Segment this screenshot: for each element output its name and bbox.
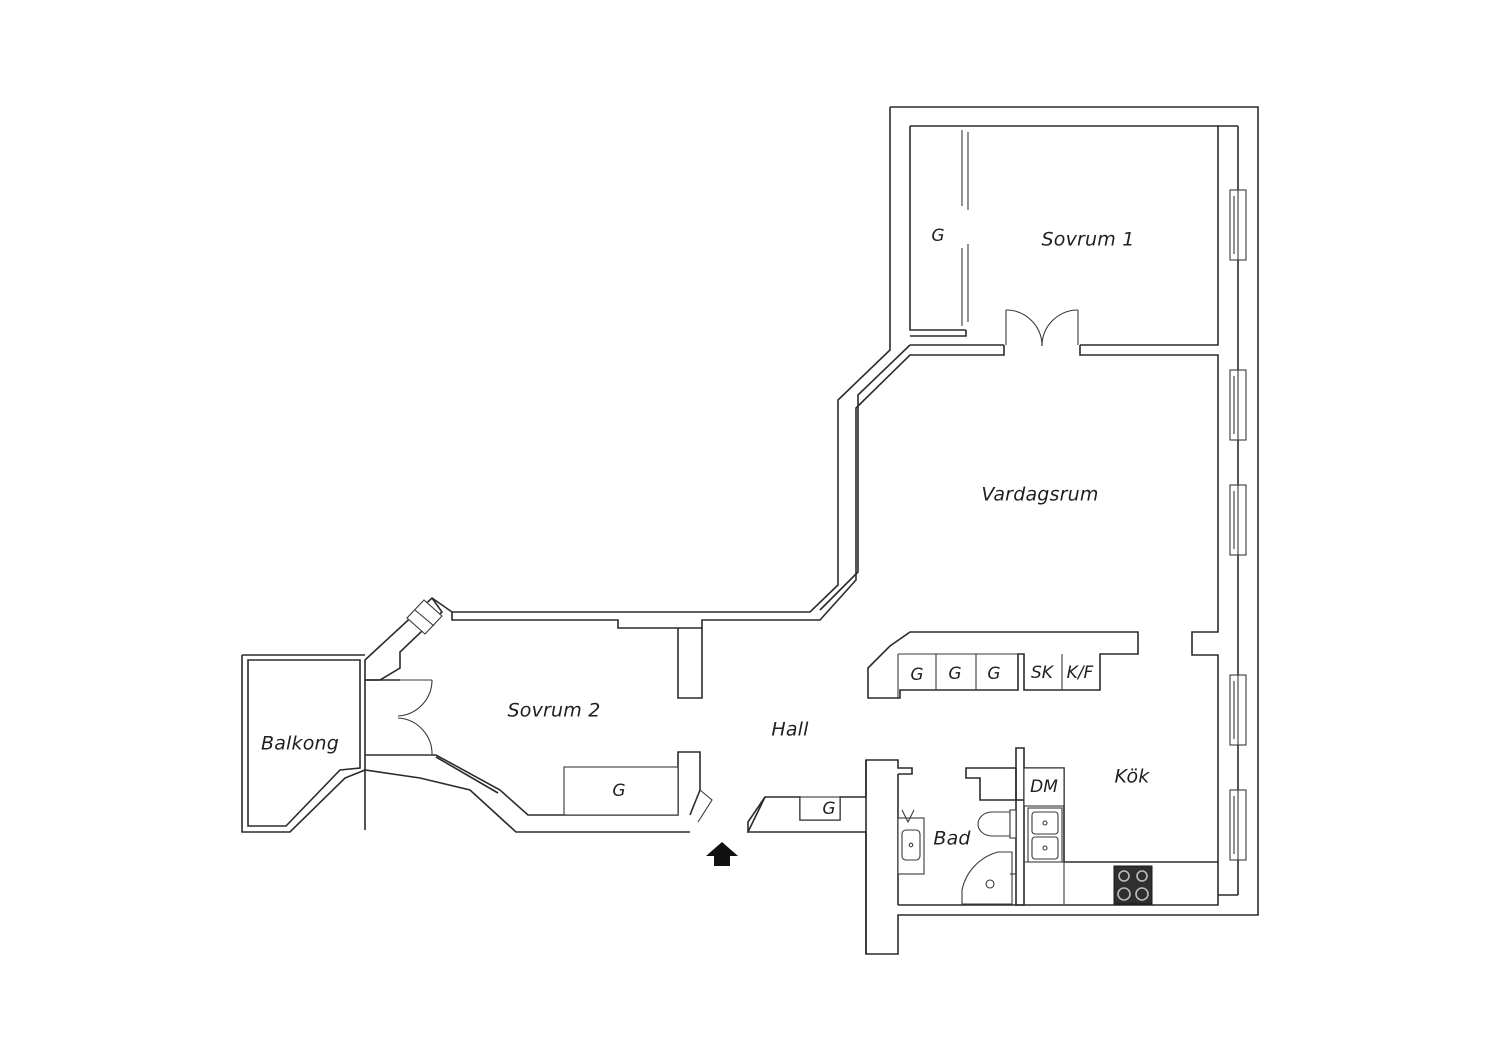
- window: [1229, 484, 1247, 556]
- closet-hall: [799, 796, 841, 821]
- stove: [1113, 865, 1153, 905]
- label-vardagsrum: Vardagsrum: [981, 484, 1098, 506]
- room-labels: Sovrum 1 Vardagsrum Sovrum 2 Hall Kök Ba…: [261, 226, 1150, 850]
- label-balkong: Balkong: [261, 733, 339, 755]
- kitchen-cabinet-run: [867, 631, 1139, 699]
- label-hall: Hall: [771, 719, 809, 741]
- label-dishwasher: DM: [1030, 777, 1058, 797]
- closet-sovrum2: [563, 766, 679, 816]
- label-fridge-freezer: K/F: [1067, 663, 1094, 683]
- label-closet-sovrum1: G: [931, 226, 944, 246]
- window-northwest: [406, 599, 443, 635]
- entrance-arrow-icon: [706, 842, 738, 866]
- label-bad: Bad: [933, 828, 971, 850]
- window: [1229, 369, 1247, 441]
- balcony-door: [397, 679, 433, 756]
- window: [1229, 674, 1247, 746]
- fixtures: [563, 631, 1153, 905]
- double-door-sovrum1: [1005, 309, 1079, 347]
- wardrobe-sliding-doors: [961, 130, 969, 326]
- label-freezer: SK: [1031, 663, 1055, 683]
- entrance-door: [697, 789, 713, 823]
- label-kitchen-cabinet-3: G: [987, 664, 1000, 684]
- label-sovrum2: Sovrum 2: [507, 700, 600, 722]
- kitchen-sink: [1027, 807, 1063, 863]
- window: [1229, 789, 1247, 861]
- doors: [397, 130, 1079, 823]
- dishwasher: [1023, 767, 1065, 807]
- label-kitchen-cabinet-1: G: [910, 665, 923, 685]
- bathroom-sink: [897, 809, 925, 875]
- window: [1229, 189, 1247, 261]
- label-kok: Kök: [1114, 766, 1150, 788]
- shower: [961, 851, 1016, 905]
- label-closet-hall: G: [822, 799, 835, 819]
- label-kitchen-cabinet-2: G: [948, 664, 961, 684]
- label-closet-sovrum2: G: [612, 781, 625, 801]
- windows: [406, 189, 1247, 861]
- label-sovrum1: Sovrum 1: [1041, 229, 1134, 251]
- toilet: [977, 809, 1017, 839]
